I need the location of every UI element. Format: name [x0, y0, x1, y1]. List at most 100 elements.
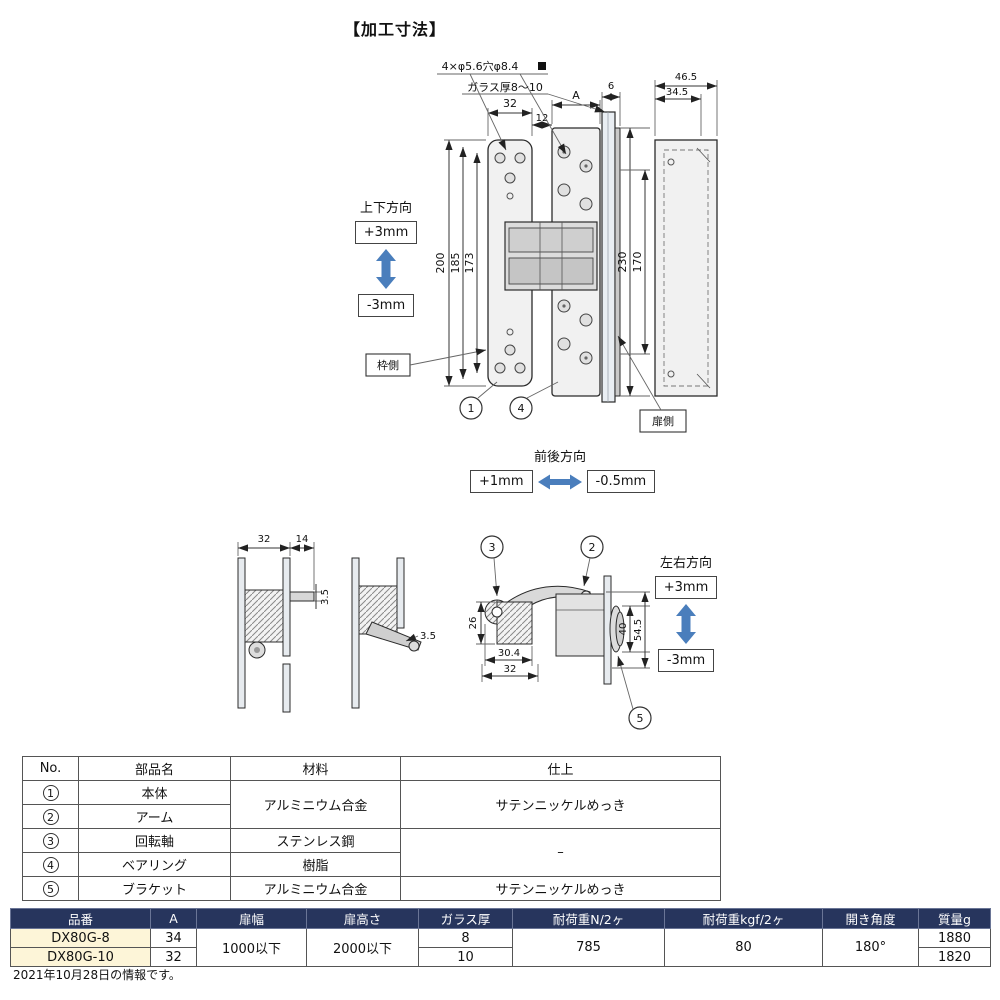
front-back-adjustment: 前後方向 +1mm -0.5mm [470, 446, 682, 493]
left-right-adjustment-label: 左右方向 [659, 556, 712, 571]
parts-row-3: 3 回転軸 ステンレス鋼 – [22, 828, 721, 877]
part-finish: サテンニッケルめっき [400, 780, 721, 829]
glass-edge [282, 557, 291, 657]
spec-header-load-n: 耐荷重N/2ヶ [512, 908, 665, 929]
dim-height-200: 200 [434, 253, 447, 274]
counterbore-icon [538, 62, 546, 70]
parts-row-2: 2 アーム [22, 804, 721, 829]
part-name: ブラケット [78, 876, 231, 901]
hinge-body-section [244, 589, 284, 643]
screw-icon [494, 362, 506, 374]
spec-header-angle: 開き角度 [822, 908, 919, 929]
hole-icon [506, 328, 514, 336]
spec-table: 品番 A 扉幅 扉高さ ガラス厚 耐荷重N/2ヶ 耐荷重kgf/2ヶ 開き角度 … [10, 908, 991, 967]
left-right-minus-box: -3mm [657, 649, 715, 672]
spec-header-door-width: 扉幅 [196, 908, 307, 929]
callout-2-number: 2 [589, 541, 596, 554]
pivot-shaft [491, 606, 503, 618]
technical-drawing: 32 12 A 6 46.5 34.5 200 185 [237, 59, 718, 730]
frame-side-label: 枠側 [377, 358, 399, 372]
door-panel-section [654, 139, 718, 397]
door-panel-outline [654, 139, 718, 397]
spec-header-mass: 質量g [918, 908, 991, 929]
spec-header-model: 品番 [10, 908, 151, 929]
dim-gap: 6 [608, 81, 614, 92]
spec-row-dx80g-10: DX80G-10 32 10 1820 [10, 947, 991, 967]
dim-panel-inner: 34.5 [666, 87, 688, 98]
panel-screw-icon [667, 370, 675, 378]
dim-door-holes-170: 170 [631, 252, 644, 273]
front-back-adjustment-row: +1mm -0.5mm [470, 470, 682, 493]
screw-icon [494, 152, 506, 164]
glass-edge [601, 111, 616, 403]
model-number: DX80G-10 [10, 947, 151, 967]
page-title: 【加工寸法】 [344, 20, 447, 39]
part-number-badge: 4 [42, 856, 59, 873]
left-right-adjustment: 左右方向 +3mm -3mm [653, 552, 719, 672]
screw-icon [514, 152, 526, 164]
vertical-minus-box: -3mm [357, 294, 415, 317]
parts-header-name: 部品名 [78, 756, 231, 781]
parts-header-row: No. 部品名 材料 仕上 [22, 756, 721, 781]
spec-header-glass: ガラス厚 [418, 908, 513, 929]
frame-side-callout: 枠側 [365, 348, 487, 377]
dim-depth-32: 32 [258, 534, 271, 545]
parts-header-no: No. [22, 756, 79, 781]
callout-1-number: 1 [468, 402, 475, 415]
spec-a-value: 34 [150, 928, 197, 948]
spec-door-width-value: 1000以下 [196, 928, 307, 967]
front-back-adjustment-label: 前後方向 [533, 450, 586, 465]
callout-1-body: 1 [459, 381, 498, 420]
glass-edge [237, 557, 246, 709]
dim-door-width-A: A [572, 89, 580, 102]
spec-header-load-kgf: 耐荷重kgf/2ヶ [664, 908, 823, 929]
parts-row-5: 5 ブラケット アルミニウム合金 サテンニッケルめっき [22, 876, 721, 901]
screw-icon [579, 197, 593, 211]
part-finish: – [400, 828, 721, 877]
door-side-callout: 扉側 [617, 335, 687, 433]
section-view-open: 3 2 5 26 30.4 32 40 [468, 535, 652, 730]
vertical-adjustment-label: 上下方向 [359, 201, 412, 216]
screw-icon [557, 337, 571, 351]
screw-icon [579, 313, 593, 327]
spec-glass-value: 10 [418, 947, 513, 967]
spec-a-value: 32 [150, 947, 197, 967]
spec-header-door-height: 扉高さ [306, 908, 419, 929]
footer-note: 2021年10月28日の情報です。 [13, 968, 181, 982]
part-material: アルミニウム合金 [230, 780, 401, 829]
dim-arm-thickness-3-5: 3.5 [420, 631, 436, 642]
part-name: 本体 [78, 780, 231, 805]
glass-thickness-annotation: ガラス厚8～10 [467, 81, 543, 94]
dim-height-173: 173 [463, 253, 476, 274]
spec-door-height-value: 2000以下 [306, 928, 419, 967]
callout-4-bearing: 4 [509, 381, 559, 420]
front-back-plus-box: +1mm [470, 470, 533, 493]
part-finish: サテンニッケルめっき [400, 876, 721, 901]
parts-row-1: 1 本体 アルミニウム合金 サテンニッケルめっき [22, 780, 721, 829]
section-view-closed: 32 14 3.5 [237, 534, 331, 713]
hole-icon [506, 192, 514, 200]
clamp-pad-inner [615, 611, 625, 647]
panel-screw-icon [667, 158, 675, 166]
part-name: 回転軸 [78, 828, 231, 853]
dim-door-height-230: 230 [616, 252, 629, 273]
hinge-arms [504, 221, 598, 291]
spec-load-kgf-value: 80 [664, 928, 823, 967]
bracket-tab [289, 591, 315, 602]
dim-offset: 12 [536, 113, 549, 124]
spec-angle-value: 180° [822, 928, 919, 967]
front-back-minus-box: -0.5mm [586, 470, 656, 493]
knuckle-pin [254, 647, 260, 653]
parts-header-material: 材料 [230, 756, 401, 781]
spec-header-a: A [150, 908, 197, 929]
horizontal-double-arrow-icon [537, 474, 582, 489]
vertical-plus-box: +3mm [354, 221, 418, 244]
hinge-body-section [496, 601, 533, 645]
callout-4-number: 4 [518, 402, 525, 415]
main-dimensions: 32 12 A 6 46.5 34.5 200 185 [434, 72, 718, 397]
parts-header-finish: 仕上 [400, 756, 721, 781]
part-material: ステンレス鋼 [230, 828, 401, 853]
part-number-badge: 3 [42, 832, 59, 849]
glass-edge [351, 557, 360, 709]
